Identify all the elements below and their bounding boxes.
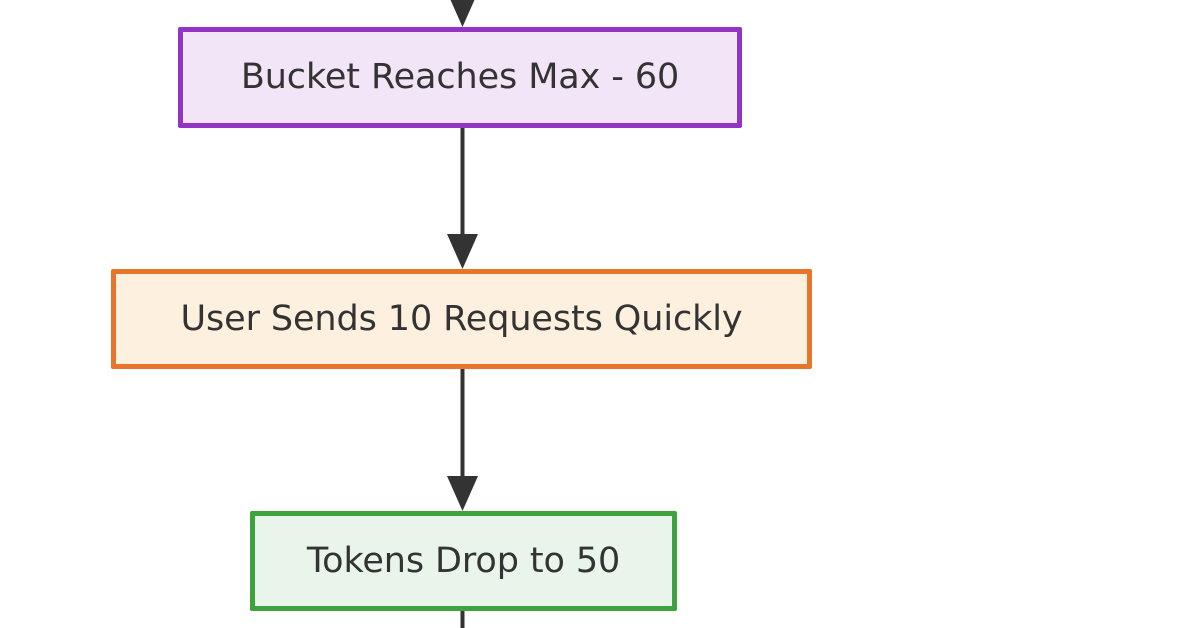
node-label: User Sends 10 Requests Quickly bbox=[180, 298, 743, 339]
node-user-sends-requests[interactable]: User Sends 10 Requests Quickly bbox=[111, 269, 812, 369]
node-tokens-drop[interactable]: Tokens Drop to 50 bbox=[250, 511, 677, 611]
edge-user-to-tokens bbox=[447, 369, 478, 511]
node-bucket-reaches-max[interactable]: Bucket Reaches Max - 60 bbox=[178, 27, 742, 128]
node-label: Bucket Reaches Max - 60 bbox=[240, 57, 680, 97]
node-label: Tokens Drop to 50 bbox=[306, 540, 621, 581]
edge-bucket-to-user bbox=[447, 128, 478, 269]
edge-into-bucket-max bbox=[450, 0, 475, 27]
